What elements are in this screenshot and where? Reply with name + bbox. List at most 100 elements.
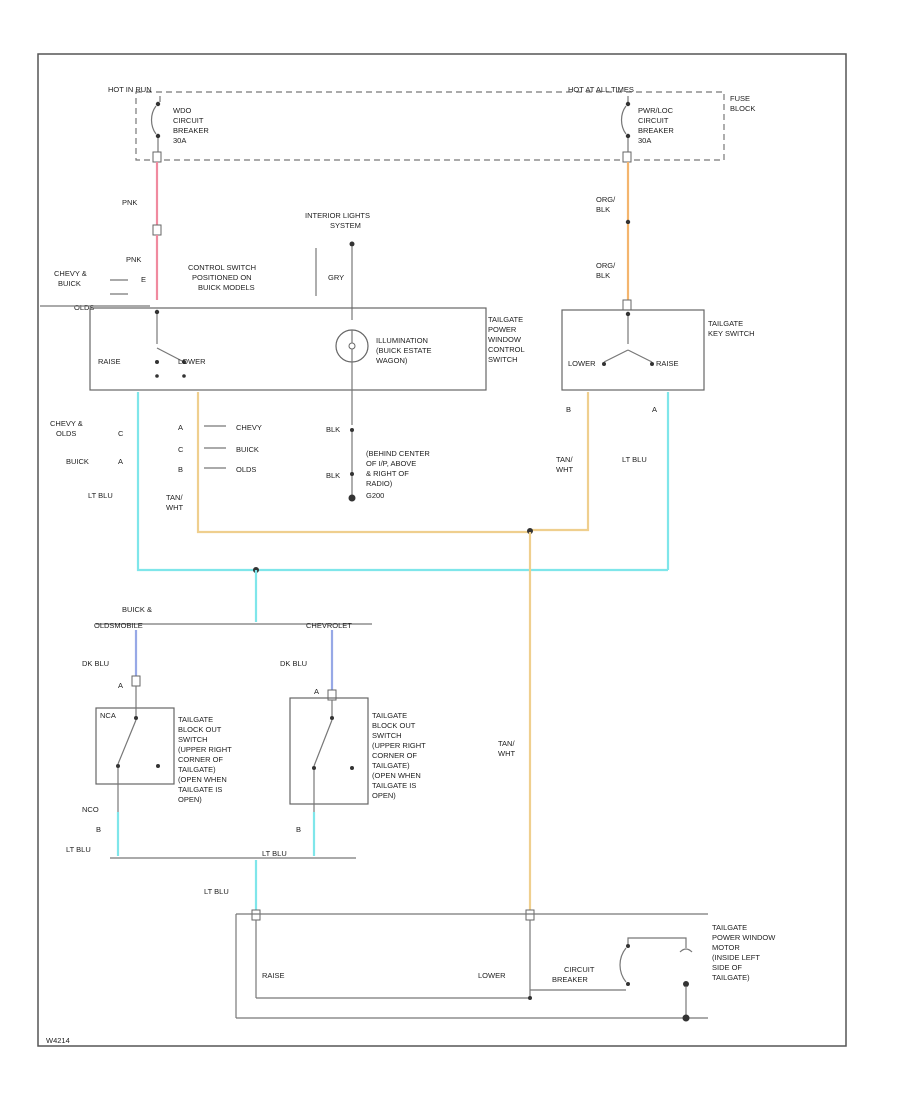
tg-control-label-1: TAILGATE	[488, 315, 523, 324]
ground-note-1: (BEHIND CENTER	[366, 449, 430, 458]
pin-e-label: E	[141, 275, 146, 284]
blk-label-2: BLK	[326, 471, 340, 480]
control-switch-note-2: POSITIONED ON	[192, 273, 252, 282]
blockout-left-5: CORNER OF	[178, 755, 223, 764]
control-switch-note-3: BUICK MODELS	[198, 283, 255, 292]
motor-armature-icon	[679, 948, 693, 953]
motor-label-4: (INSIDE LEFT	[712, 953, 760, 962]
chevrolet-label: CHEVROLET	[306, 621, 352, 630]
mid-pin-c: C	[178, 445, 184, 454]
blockout-right-9: OPEN)	[372, 791, 396, 800]
blockout-left-1: TAILGATE	[178, 715, 213, 724]
tg-control-label-2: POWER	[488, 325, 517, 334]
chevy-buick-label-2: BUICK	[58, 279, 81, 288]
tg-control-label-5: SWITCH	[488, 355, 518, 364]
tg-key-label-2: KEY SWITCH	[708, 329, 755, 338]
blk-label-1: BLK	[326, 425, 340, 434]
blockout-right-4: (UPPER RIGHT	[372, 741, 426, 750]
ground-note-4: RADIO)	[366, 479, 393, 488]
pwrloc-cb-label-1: PWR/LOC	[638, 106, 674, 115]
interior-lights-label-2: SYSTEM	[330, 221, 361, 230]
main-tan-wht-1: TAN/	[498, 739, 515, 748]
buick-label: BUICK	[236, 445, 259, 454]
chevy-label: CHEVY	[236, 423, 262, 432]
motor-label-6: TAILGATE)	[712, 973, 750, 982]
ground-g200-icon	[348, 494, 356, 502]
control-raise-ltblu-wire	[136, 392, 668, 572]
org-blk-label-1a: ORG/	[596, 195, 616, 204]
left-nca-label: NCA	[100, 711, 116, 720]
hot-at-all-times-label: HOT AT ALL TIMES	[568, 85, 634, 94]
key-tan-wht-1: TAN/	[556, 455, 573, 464]
fuse-block-label-1: FUSE	[730, 94, 750, 103]
bottom-lt-blu-label-2: LT BLU	[262, 849, 287, 858]
dk-blu-label-right: DK BLU	[280, 659, 307, 668]
control-lower-label: LOWER	[178, 357, 206, 366]
key-pin-b: B	[566, 405, 571, 414]
tg-key-label-1: TAILGATE	[708, 319, 743, 328]
wdo-cb-label-4: 30A	[173, 136, 186, 145]
blockout-right-3: SWITCH	[372, 731, 402, 740]
blockout-switch-right-box	[289, 697, 369, 805]
left-block-pin-a: A	[118, 681, 123, 690]
blockout-left-8: TAILGATE IS	[178, 785, 222, 794]
blockout-right-5: CORNER OF	[372, 751, 417, 760]
chevy-olds-label-2: OLDS	[56, 429, 76, 438]
control-tan-wht-2: WHT	[166, 503, 183, 512]
blockout-right-7: (OPEN WHEN	[372, 771, 421, 780]
wdo-circuit-breaker: HOT IN RUN WDO CIRCUIT BREAKER 30A	[108, 85, 209, 163]
pwrloc-cb-label-3: BREAKER	[638, 126, 674, 135]
control-raise-label: RAISE	[98, 357, 121, 366]
key-lt-blu-label: LT BLU	[622, 455, 647, 464]
key-switch-box	[561, 309, 705, 391]
gry-wire-label: GRY	[328, 273, 344, 282]
illumination-label-2: (BUICK ESTATE	[376, 346, 432, 355]
control-switch-note-1: CONTROL SWITCH	[188, 263, 256, 272]
buick-label-left: BUICK	[66, 457, 89, 466]
illumination-bulb-icon	[335, 329, 369, 363]
bottom-lt-blu-label-1: LT BLU	[66, 845, 91, 854]
olds-label-top: OLDS	[74, 303, 94, 312]
motor-label-5: SIDE OF	[712, 963, 742, 972]
pwrloc-cb-label-2: CIRCUIT	[638, 116, 669, 125]
blockout-switch-left-box	[95, 707, 175, 785]
control-lt-blu-label: LT BLU	[88, 491, 113, 500]
motor-label-1: TAILGATE	[712, 923, 747, 932]
right-block-pin-b: B	[296, 825, 301, 834]
tg-control-label-4: CONTROL	[488, 345, 525, 354]
blockout-left-7: (OPEN WHEN	[178, 775, 227, 784]
main-tan-wht-2: WHT	[498, 749, 515, 758]
key-lower-tan-wire	[530, 392, 590, 532]
left-block-pin-b: B	[96, 825, 101, 834]
ground-note-2: OF I/P, ABOVE	[366, 459, 416, 468]
blockout-left-3: SWITCH	[178, 735, 208, 744]
right-block-pin-a: A	[314, 687, 319, 696]
ground-note-5: G200	[366, 491, 384, 500]
control-switch-box	[89, 307, 487, 391]
wdo-cb-label-1: WDO	[173, 106, 191, 115]
chevy-olds-label-1: CHEVY &	[50, 419, 83, 428]
bottom-lt-blu-label-3: LT BLU	[204, 887, 229, 896]
pwrloc-circuit-breaker: HOT AT ALL TIMES PWR/LOC CIRCUIT BREAKER…	[568, 85, 755, 163]
illumination-label-3: WAGON)	[376, 356, 408, 365]
ground-note-3: & RIGHT OF	[366, 469, 409, 478]
blockout-left-6: TAILGATE)	[178, 765, 216, 774]
pnk-wire-label-1: PNK	[122, 198, 137, 207]
mid-pin-b: B	[178, 465, 183, 474]
blockout-left-4: (UPPER RIGHT	[178, 745, 232, 754]
circuit-breaker-label-1: CIRCUIT	[564, 965, 595, 974]
org-blk-label-2b: BLK	[596, 271, 610, 280]
tg-control-label-3: WINDOW	[488, 335, 522, 344]
motor-raise-label: RAISE	[262, 971, 285, 980]
org-blk-label-2a: ORG/	[596, 261, 616, 270]
blockout-left-2: BLOCK OUT	[178, 725, 222, 734]
interior-lights-label-1: INTERIOR LIGHTS	[305, 211, 370, 220]
fuse-block-outline	[135, 91, 725, 161]
pnk-wire-label-2: PNK	[126, 255, 141, 264]
motor-circuit-breaker-icon	[619, 947, 627, 983]
hot-in-run-label: HOT IN RUN	[108, 85, 152, 94]
illumination-label-1: ILLUMINATION	[376, 336, 428, 345]
blockout-left-9: OPEN)	[178, 795, 202, 804]
wdo-cb-label-3: BREAKER	[173, 126, 209, 135]
